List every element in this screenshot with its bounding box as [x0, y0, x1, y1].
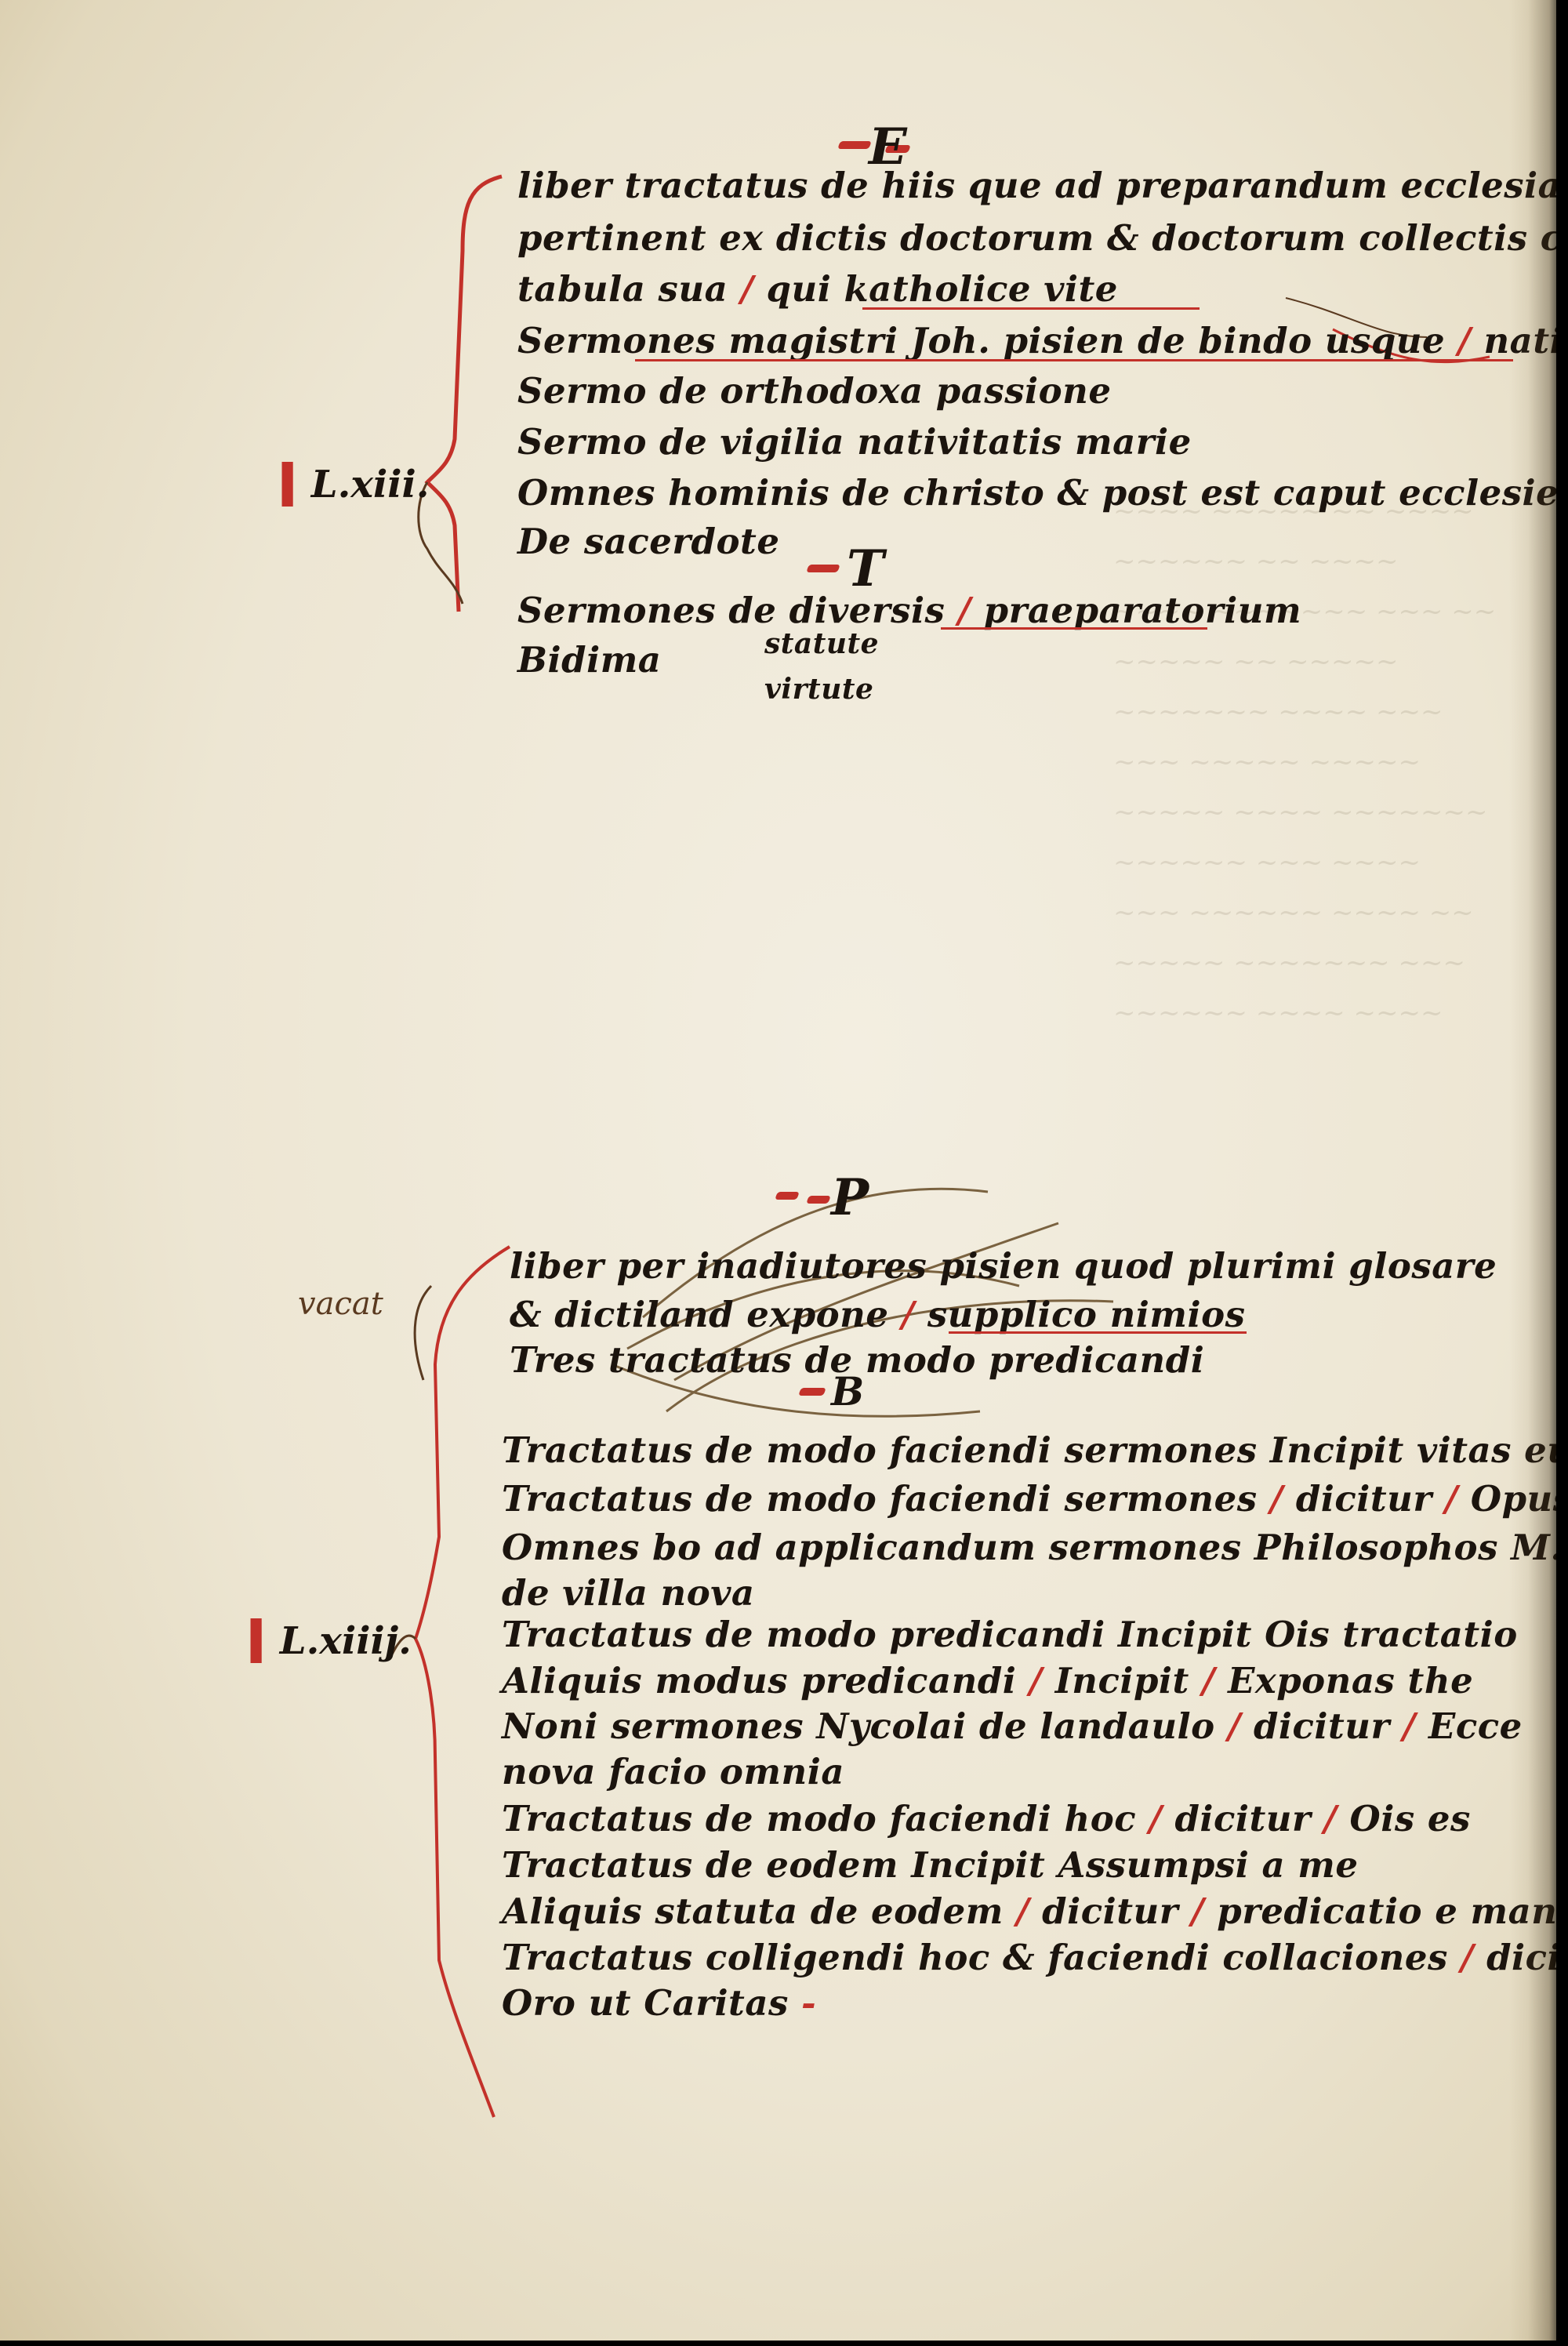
text-line: Tractatus colligendi hoc & faciendi coll… [502, 1937, 1556, 1978]
shelfmark: ▍L.xiiij. [251, 1619, 412, 1663]
text-segment: dicitur [1174, 1798, 1312, 1839]
text-segment: Exponas the [1228, 1660, 1474, 1701]
text-segment: Ecce [1428, 1705, 1523, 1747]
text-line: liber per inadiutores pisien quod plurim… [510, 1245, 1497, 1287]
text-line: Omnes bo ad applicandum sermones Philoso… [502, 1527, 1556, 1568]
text-segment: dicitur [1042, 1890, 1178, 1932]
shelfmark: ▍L.xiii. [282, 463, 430, 507]
separator-mark: / [1269, 1478, 1296, 1520]
rubric-letter: T [847, 539, 884, 598]
red-underline [941, 627, 1207, 630]
bleed-through-text: ~~~~ ~~~~~ ~~ ~~~~ ~~~~~~ ~~ ~~~~ ~~~~ ~… [1113, 496, 1497, 1029]
rubric-letter: B [831, 1368, 865, 1414]
text-segment: predicatio e manifesti [1217, 1890, 1556, 1932]
separator-mark: / [1460, 1937, 1487, 1978]
separator-mark: / [1201, 1660, 1229, 1701]
text-segment: Tractatus colligendi hoc & faciendi coll… [502, 1937, 1448, 1978]
text-segment: dicitur [1253, 1705, 1390, 1747]
text-line: statute [764, 627, 880, 660]
text-segment: Aliquis modus predicandi [502, 1660, 1017, 1701]
text-line: pertinent ex dictis doctorum & doctorum … [517, 217, 1556, 259]
shelfmark-initial: ▍ [251, 1619, 280, 1663]
text-line: nova facio omnia [502, 1751, 844, 1792]
text-segment: & dictiland expone [510, 1294, 889, 1335]
text-line: Oro ut Caritas - [502, 1982, 816, 2024]
text-line: Sermo de orthodoxa passione [517, 370, 1112, 412]
text-line: tabula sua / qui katholice vite [517, 268, 1118, 310]
text-line: Sermones magistri Joh. pisien de bindo u… [517, 320, 1556, 361]
text-segment: Sermones magistri Joh. pisien de bindo u… [517, 320, 1446, 361]
rubric-mark [806, 1196, 831, 1204]
rubric-mark [806, 565, 840, 572]
text-line: Aliquis modus predicandi / Incipit / Exp… [502, 1660, 1473, 1701]
red-underline [949, 1331, 1247, 1334]
text-line: & dictiland expone / supplico nimios [510, 1294, 1245, 1335]
rubric-mark [775, 1192, 800, 1200]
text-segment: Incipit [1054, 1660, 1189, 1701]
text-line: liber tractatus de hiis que ad preparand… [517, 165, 1556, 206]
rubric-mark [837, 141, 872, 149]
text-line: Noni sermones Nycolai de landaulo / dici… [502, 1705, 1523, 1747]
text-line: Tractatus de modo faciendi hoc / dicitur… [502, 1798, 1471, 1839]
text-line: Tractatus de eodem Incipit Assumpsi a me [502, 1844, 1359, 1886]
red-underline [862, 307, 1200, 310]
text-line: Tractatus de modo faciendi sermones / di… [502, 1478, 1556, 1520]
separator-mark: / [1029, 1660, 1055, 1701]
text-line: de villa nova [502, 1572, 755, 1614]
text-line: virtute [764, 673, 874, 706]
text-line: De sacerdote [517, 521, 780, 562]
separator-mark: / [1402, 1705, 1429, 1747]
text-line: Sermones de diversis / praeparatorium [517, 590, 1301, 631]
text-segment: Aliquis statuta de eodem [502, 1890, 1004, 1932]
separator-mark: / [1444, 1478, 1471, 1520]
shelfmark-initial: ▍ [282, 463, 311, 507]
text-segment: dicitur [1295, 1478, 1432, 1520]
separator-mark: / [740, 268, 767, 310]
separator-mark: / [1457, 320, 1484, 361]
text-segment: Tractatus de modo faciendi hoc [502, 1798, 1137, 1839]
separator-mark: / [1227, 1705, 1254, 1747]
red-underline [635, 359, 1513, 361]
text-line: Tractatus de modo faciendi sermones Inci… [502, 1429, 1556, 1471]
text-segment: Bidima [517, 639, 662, 681]
text-line: Aliquis statuta de eodem / dicitur / pre… [502, 1890, 1556, 1932]
separator-mark: / [901, 1294, 927, 1335]
rubric-mark [798, 1388, 826, 1396]
text-segment: praeparatorium [983, 590, 1302, 631]
text-segment: Tractatus de modo faciendi sermones [502, 1478, 1258, 1520]
text-line: Tres tractatus de modo predicandi [510, 1339, 1205, 1381]
rubric-letter: E [869, 118, 907, 176]
marginal-note: vacat [298, 1286, 383, 1322]
text-segment: Ois es [1349, 1798, 1471, 1839]
separator-mark: / [1149, 1798, 1175, 1839]
separator-mark: - [801, 1982, 817, 2024]
text-segment: supplico nimios [927, 1294, 1246, 1335]
separator-mark: / [1016, 1890, 1043, 1932]
text-line: Sermo de vigilia nativitatis marie [517, 421, 1192, 463]
rubric-letter: P [831, 1168, 869, 1227]
separator-mark: / [1191, 1890, 1218, 1932]
text-segment: tabula sua [517, 268, 728, 310]
separator-mark: / [1323, 1798, 1350, 1839]
text-segment: Sermones de diversis [517, 590, 946, 631]
text-line: Tractatus de modo predicandi Incipit Ois… [502, 1614, 1518, 1655]
text-segment: Noni sermones Nycolai de landaulo [502, 1705, 1215, 1747]
text-line: Omnes hominis de christo & post est capu… [517, 472, 1556, 514]
separator-mark: / [957, 590, 984, 631]
text-segment: qui katholice vite [766, 268, 1118, 310]
page-gutter-shadow [1509, 0, 1556, 2341]
text-segment: Oro ut Caritas [502, 1982, 789, 2024]
text-line: Bidima [517, 639, 661, 681]
